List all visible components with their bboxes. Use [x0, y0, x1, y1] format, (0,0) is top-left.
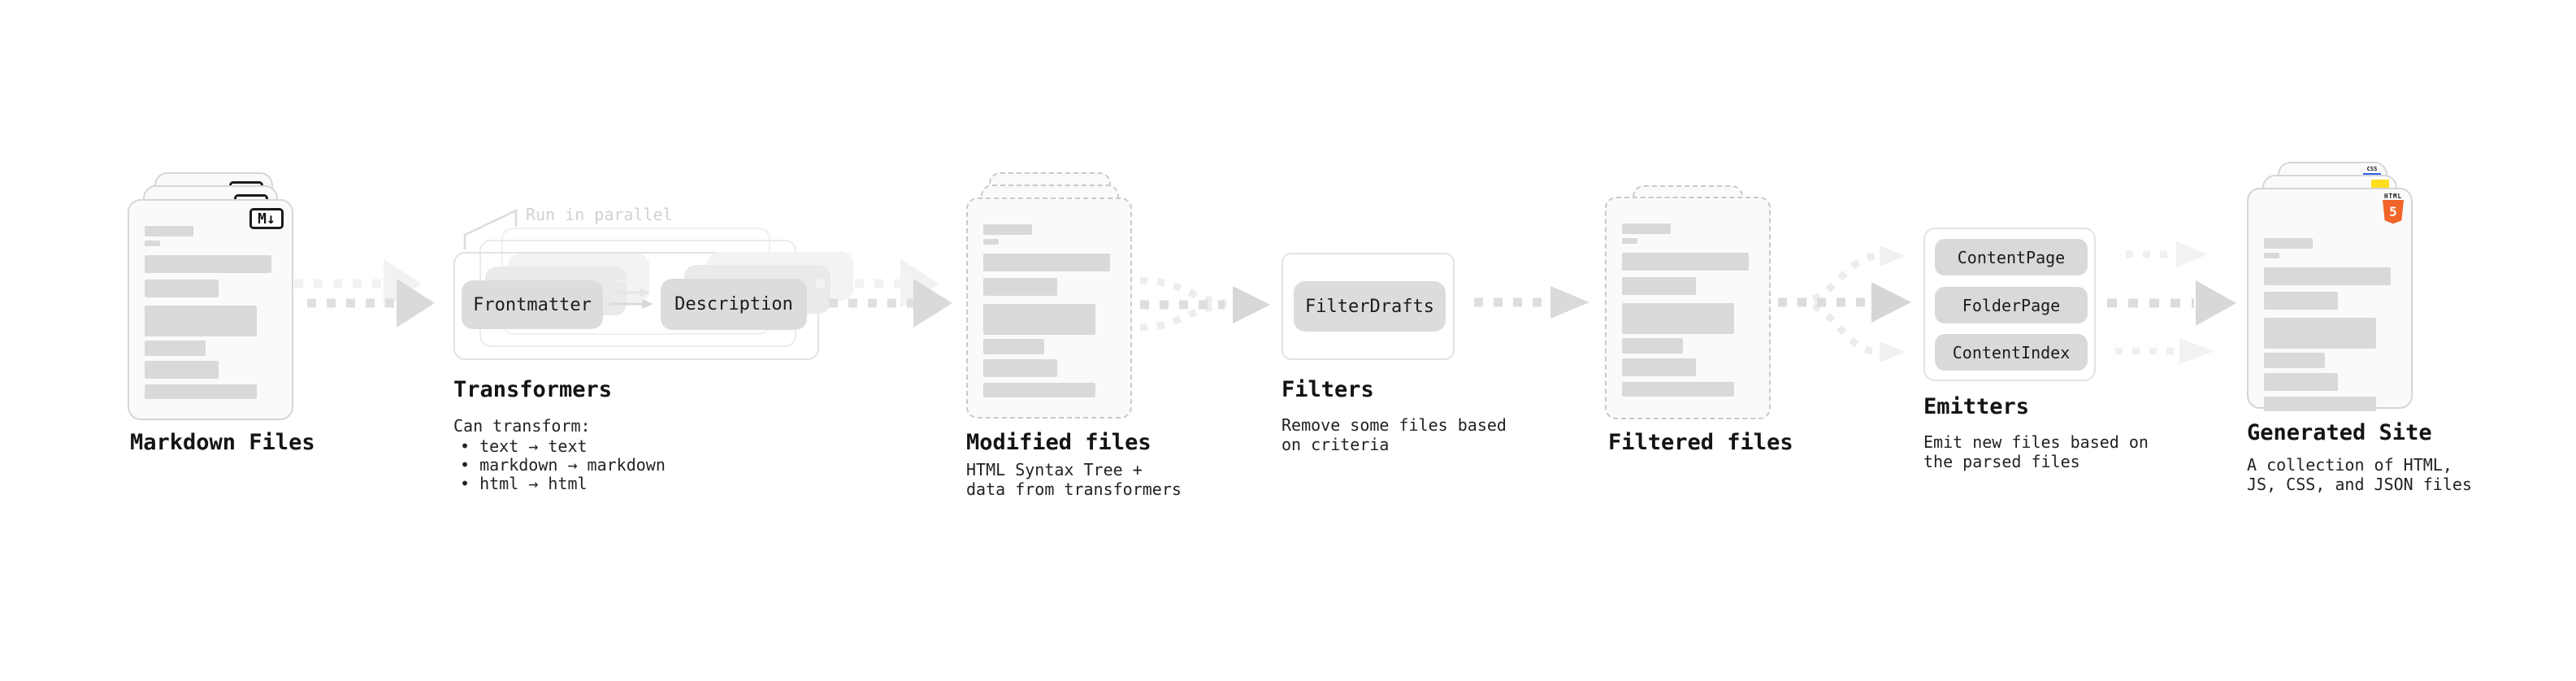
- doc-line-placeholder: [2264, 292, 2338, 310]
- doc-line-placeholder: [2264, 318, 2376, 349]
- filtered-file-card-front: [1605, 197, 1771, 419]
- emitters-container: ContentPage FolderPage ContentIndex: [1923, 228, 2096, 381]
- filters-container: FilterDrafts: [1281, 253, 1455, 360]
- transformers-desc-title: Can transform:: [453, 416, 591, 436]
- run-in-parallel-annotation: Run in parallel: [526, 205, 673, 224]
- flow-arrow-markdown-to-transformers: [294, 259, 435, 327]
- flow-arrow-split-filtered-to-emitters: [1778, 245, 1911, 362]
- doc-line-placeholder: [1622, 253, 1749, 271]
- modified-files-label: Modified files: [966, 430, 1151, 455]
- generated-site-label: Generated Site: [2247, 420, 2432, 445]
- html5-icon-word: HTML: [2383, 193, 2403, 200]
- filters-desc: Remove some files based on criteria: [1281, 415, 1507, 454]
- bullet-item: • text → text: [460, 436, 588, 456]
- bullet-item: • markdown → markdown: [460, 455, 666, 475]
- emitter-pill-contentindex: ContentIndex: [1935, 334, 2088, 371]
- doc-content-placeholder: [2264, 238, 2396, 411]
- mini-arrows-frontmatter-to-description: [609, 277, 653, 309]
- doc-content-placeholder: [983, 224, 1115, 397]
- filters-label: Filters: [1281, 377, 1374, 402]
- emitter-pill-contentpage: ContentPage: [1935, 239, 2088, 275]
- doc-line-placeholder: [145, 280, 219, 297]
- doc-line-placeholder: [145, 384, 257, 399]
- doc-line-placeholder: [2264, 253, 2280, 258]
- doc-line-placeholder: [2264, 238, 2313, 249]
- doc-line-placeholder: [145, 306, 257, 336]
- generated-file-card-html: HTML 5: [2247, 188, 2413, 411]
- html5-icon-shield: 5: [2383, 200, 2404, 224]
- doc-line-placeholder: [1622, 358, 1696, 376]
- doc-line-placeholder: [145, 241, 161, 246]
- emitter-pill-folderpage: FolderPage: [1935, 287, 2088, 323]
- doc-line-placeholder: [983, 383, 1095, 397]
- doc-line-placeholder: [2264, 267, 2391, 285]
- filtered-files-label: Filtered files: [1608, 430, 1793, 455]
- flow-arrow-filters-to-filtered: [1474, 286, 1589, 319]
- flow-arrow-transformers-to-modified: [816, 259, 952, 327]
- run-in-parallel-callout-line: [463, 209, 518, 249]
- js-icon: [2371, 180, 2389, 189]
- markdown-icon: M↓: [249, 208, 284, 229]
- doc-line-placeholder: [1622, 303, 1734, 334]
- filter-pill-filterdrafts: FilterDrafts: [1294, 281, 1446, 332]
- doc-line-placeholder: [2264, 353, 2325, 368]
- doc-line-placeholder: [2264, 397, 2376, 411]
- doc-line-placeholder: [983, 339, 1044, 354]
- doc-content-placeholder: [145, 226, 276, 399]
- transformers-label: Transformers: [453, 377, 613, 402]
- flow-arrow-emitters-to-generated: [2107, 241, 2236, 364]
- doc-line-placeholder: [983, 224, 1032, 235]
- doc-line-placeholder: [1622, 277, 1696, 295]
- doc-line-placeholder: [983, 254, 1110, 271]
- flow-arrow-merge-modified-to-filters: [1139, 276, 1270, 332]
- doc-line-placeholder: [145, 226, 193, 236]
- doc-line-placeholder: [983, 359, 1057, 377]
- html5-icon: HTML 5: [2382, 193, 2405, 224]
- transformer-pill-description: Description: [661, 279, 807, 330]
- doc-line-placeholder: [1622, 382, 1734, 397]
- doc-line-placeholder: [145, 340, 206, 356]
- markdown-file-card-front: M↓: [128, 199, 293, 420]
- modified-file-card-front: [966, 197, 1132, 419]
- doc-line-placeholder: [1622, 238, 1638, 244]
- doc-line-placeholder: [145, 361, 219, 379]
- modified-files-desc: HTML Syntax Tree + data from transformer…: [966, 460, 1182, 499]
- doc-line-placeholder: [1622, 338, 1683, 354]
- emitters-label: Emitters: [1923, 394, 2030, 419]
- doc-line-placeholder: [1622, 223, 1671, 234]
- css-icon: CSS: [2363, 166, 2381, 176]
- transformer-pill-frontmatter: Frontmatter: [462, 280, 603, 329]
- doc-line-placeholder: [2264, 373, 2338, 391]
- doc-line-placeholder: [145, 255, 271, 273]
- doc-line-placeholder: [983, 278, 1057, 296]
- transformers-bullet-list: • text → text • markdown → markdown • ht…: [460, 437, 666, 493]
- markdown-files-label: Markdown Files: [130, 430, 315, 455]
- doc-line-placeholder: [983, 239, 1000, 245]
- bullet-item: • html → html: [460, 474, 588, 493]
- emitters-desc: Emit new files based on the parsed files: [1923, 432, 2149, 471]
- doc-content-placeholder: [1622, 223, 1754, 397]
- doc-line-placeholder: [983, 304, 1095, 335]
- generated-site-desc: A collection of HTML, JS, CSS, and JSON …: [2247, 455, 2472, 494]
